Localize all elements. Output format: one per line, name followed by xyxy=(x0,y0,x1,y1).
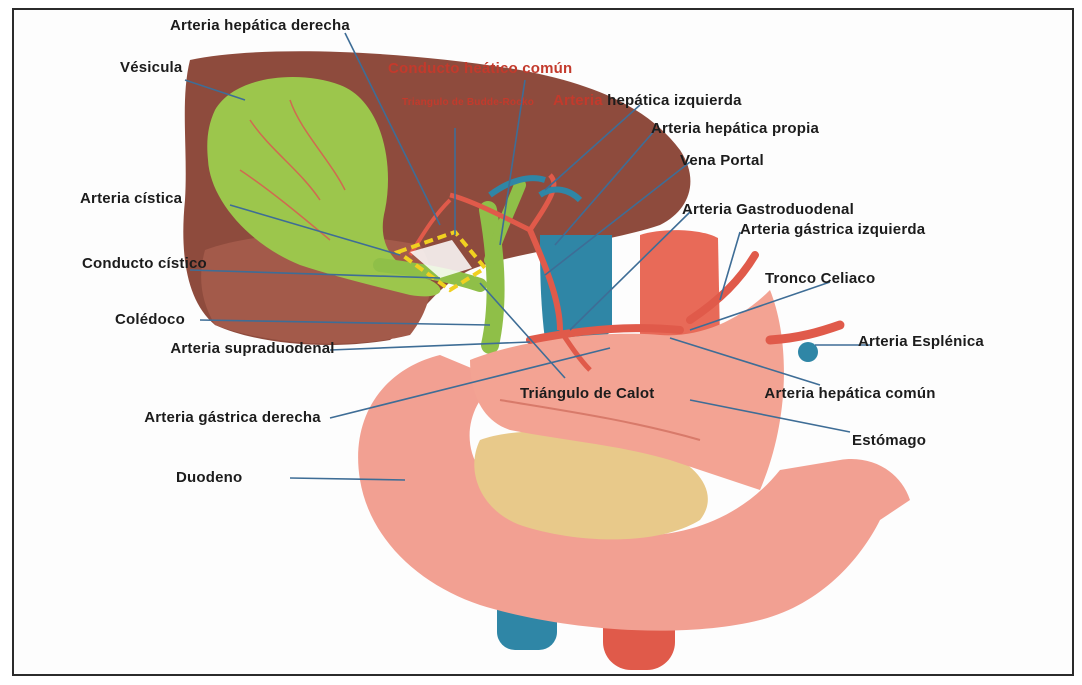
label-arteria-hepatica-comun-line2: común xyxy=(885,385,935,402)
label-arteria-hepatica-izquierda-part2: hepática izquierda xyxy=(607,92,741,109)
label-arteria-hepatica-izquierda-part1: Arteria xyxy=(553,92,603,109)
label-arteria-gastrica-derecha-line1: Arteria gástrica xyxy=(144,409,257,426)
label-triangulo-budde-rocko-line1: Triangulo de xyxy=(402,97,464,108)
label-arteria-hepatica-propia: Arteria hepática propia xyxy=(651,121,819,136)
label-vesicula: Vésicula xyxy=(120,60,182,75)
label-arteria-hepatica-derecha: Arteria hepática derecha xyxy=(170,18,350,33)
label-conducto-hepatico-comun: Conducto heático común xyxy=(388,61,572,76)
label-duodeno: Duodeno xyxy=(176,470,242,485)
label-arteria-gastrica-izquierda: Arteria gástrica izquierda xyxy=(740,222,925,237)
label-arteria-gastroduodenal: Arteria Gastroduodenal xyxy=(682,202,854,217)
label-arteria-hepatica-izquierda: Arteria hepática izquierda xyxy=(553,93,742,108)
label-coledoco: Colédoco xyxy=(115,312,185,327)
label-estomago: Estómago xyxy=(852,433,926,448)
label-arteria-hepatica-comun: Arteria hepática común xyxy=(760,386,940,401)
label-arteria-esplenica-line2: Esplénica xyxy=(912,333,984,350)
label-triangulo-budde-rocko: Triangulo de Budde-Rocko xyxy=(402,97,512,108)
label-triangulo-calot-line1: Triángulo xyxy=(520,385,589,402)
label-arteria-hepatica-comun-line1: Arteria hepática xyxy=(764,385,881,402)
label-triangulo-calot-line2: de Calot xyxy=(594,385,655,402)
label-arteria-esplenica: Arteria Esplénica xyxy=(858,334,958,349)
label-conducto-cistico-line2: cístico xyxy=(158,255,207,272)
label-conducto-cistico-line1: Conducto xyxy=(82,255,154,272)
label-conducto-cistico: Conducto cístico xyxy=(82,256,192,271)
label-arteria-supraduodenal: Arteria supraduodenal xyxy=(165,341,340,356)
label-triangulo-calot: Triángulo de Calot xyxy=(520,385,630,403)
label-arteria-supraduodenal-line2: supraduodenal xyxy=(225,340,335,357)
label-arteria-supraduodenal-line1: Arteria xyxy=(170,340,220,357)
label-arteria-gastrica-derecha-line2: derecha xyxy=(262,409,321,426)
label-arteria-cistica: Arteria cística xyxy=(80,191,182,206)
label-tronco-celiaco: Tronco Celiaco xyxy=(765,271,875,286)
label-arteria-esplenica-line1: Arteria xyxy=(858,333,908,350)
label-triangulo-budde-rocko-line2: Budde-Rocko xyxy=(467,97,534,108)
label-vena-portal: Vena Portal xyxy=(680,153,764,168)
label-arteria-gastrica-derecha: Arteria gástrica derecha xyxy=(140,410,325,425)
